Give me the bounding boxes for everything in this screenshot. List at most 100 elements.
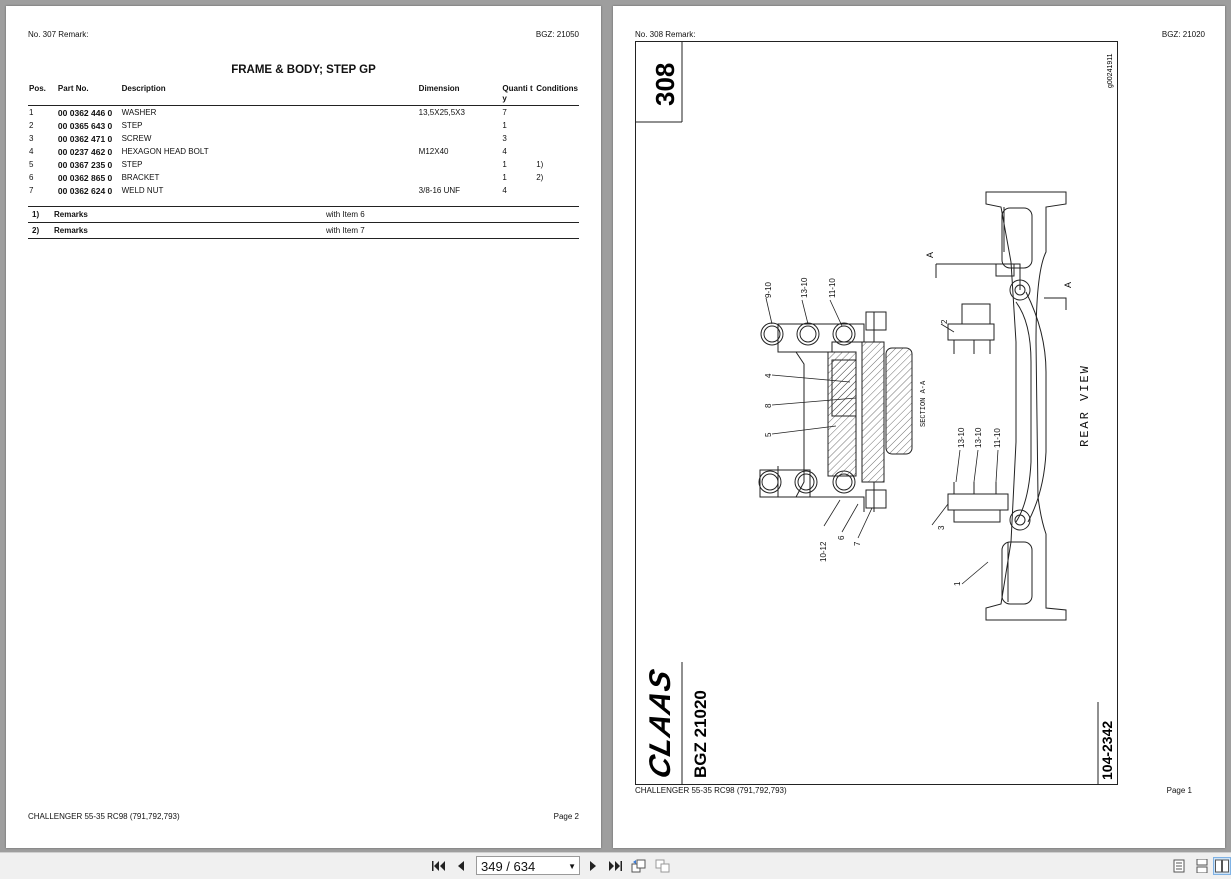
callout-label: 1 — [953, 581, 962, 586]
continuous-view-button[interactable] — [1193, 857, 1211, 875]
drawing-frame: 308 g00241911 CLAAS BGZ 21020 104-2342 — [635, 41, 1118, 785]
col-part-no: Part No. — [56, 84, 121, 106]
cell-quantity: 1 — [502, 173, 507, 182]
cell-pos: 5 — [29, 160, 34, 169]
next-view-button[interactable] — [654, 857, 672, 875]
cell-conditions — [535, 119, 579, 132]
cell-conditions — [535, 184, 579, 197]
parts-table: Pos. Part No. Description Dimension Quan… — [28, 84, 579, 197]
cell-quantity: 3 — [502, 134, 507, 143]
callout-label: 6 — [837, 535, 846, 540]
cell-conditions: 2) — [536, 173, 544, 182]
bgz-label: BGZ 21020 — [691, 690, 710, 778]
drawing-number: 104-2342 — [1099, 721, 1115, 780]
callout-label: 9-10 — [764, 281, 773, 298]
cell-description: WELD NUT — [121, 186, 164, 195]
rear-view-frame — [935, 191, 1067, 621]
callout-label: 4 — [764, 373, 773, 378]
navigation-toolbar: 349 / 634 ▼ — [0, 852, 1231, 879]
previous-view-button[interactable] — [630, 857, 648, 875]
rear-view-label: REAR VIEW — [1078, 364, 1092, 447]
cell-part-no: 00 0237 462 0 — [57, 146, 113, 157]
col-pos: Pos. — [28, 84, 57, 106]
exploded-drawing: 308 g00241911 CLAAS BGZ 21020 104-2342 — [636, 42, 1115, 784]
cell-description: STEP — [121, 160, 143, 169]
cell-dimension: M12X40 — [418, 147, 449, 156]
cell-pos: 4 — [29, 147, 34, 156]
cell-conditions — [535, 145, 579, 158]
col-description: Description — [120, 84, 418, 106]
two-page-view-button[interactable] — [1213, 857, 1231, 875]
cell-dimension — [418, 158, 502, 171]
cell-conditions — [535, 106, 579, 120]
previous-view-icon — [631, 859, 646, 873]
cell-description: BRACKET — [121, 173, 160, 182]
callout-label: 11-10 — [993, 428, 1002, 448]
cell-dimension: 13,5X25,5X3 — [418, 108, 465, 117]
first-page-button[interactable] — [430, 857, 448, 875]
cell-conditions: 1) — [536, 160, 544, 169]
cell-pos: 7 — [29, 186, 34, 195]
table-row: 6 00 0362 865 0 BRACKET 1 2) — [28, 171, 579, 184]
cell-quantity: 1 — [502, 121, 507, 130]
page-number-text: 349 / 634 — [481, 859, 536, 874]
cell-quantity: 7 — [502, 108, 507, 117]
section-view — [758, 311, 913, 512]
callout-label: 13-10 — [974, 427, 983, 448]
cell-part-no: 00 0362 624 0 — [57, 185, 113, 196]
callout-label: 7 — [853, 541, 862, 546]
callout-label: 13-10 — [957, 427, 966, 448]
single-page-view-button[interactable] — [1170, 857, 1188, 875]
right-footer-page: Page 1 — [1166, 786, 1192, 795]
col-dimension: Dimension — [417, 84, 502, 106]
next-view-icon — [655, 859, 670, 873]
right-footer-model: CHALLENGER 55-35 RC98 (791,792,793) — [635, 786, 787, 795]
cell-description: SCREW — [121, 134, 152, 143]
remark-row: 2) Remarks with Item 7 — [28, 222, 579, 239]
chevron-down-icon: ▼ — [568, 862, 576, 871]
previous-page-button[interactable] — [452, 857, 470, 875]
next-page-button[interactable] — [584, 857, 602, 875]
chevron-right-icon — [590, 861, 596, 871]
cell-part-no: 00 0367 235 0 — [57, 159, 113, 170]
col-conditions: Conditions — [535, 84, 579, 106]
left-header-remark: No. 307 Remark: — [28, 30, 89, 39]
cell-dimension — [418, 132, 502, 145]
section-label: SECTION A-A — [920, 380, 928, 427]
callout-label: 13-10 — [800, 277, 809, 298]
cell-conditions — [535, 132, 579, 145]
skip-last-icon — [609, 861, 622, 871]
page-number-select[interactable]: 349 / 634 ▼ — [476, 856, 580, 875]
cell-quantity: 1 — [502, 160, 507, 169]
cell-part-no: 00 0362 471 0 — [57, 133, 113, 144]
callout-label: 10-12 — [819, 541, 828, 562]
page-title: FRAME & BODY; STEP GP — [231, 64, 376, 76]
remark-row: 1) Remarks with Item 6 — [28, 206, 579, 222]
cell-quantity: 4 — [502, 186, 507, 195]
callout-label: 11-10 — [828, 278, 837, 298]
left-footer-page: Page 2 — [553, 812, 579, 821]
left-page: No. 307 Remark: BGZ: 21050 FRAME & BODY;… — [6, 6, 601, 848]
sheet-number: 308 — [650, 63, 680, 106]
right-header-bgz: BGZ: 21020 — [1161, 30, 1205, 39]
table-row: 2 00 0365 643 0 STEP 1 — [28, 119, 579, 132]
section-marker: A — [1063, 282, 1073, 288]
cell-pos: 2 — [29, 121, 34, 130]
right-page: No. 308 Remark: BGZ: 21020 308 g00241911… — [613, 6, 1225, 848]
cell-dimension — [418, 171, 502, 184]
cell-quantity: 4 — [502, 147, 507, 156]
chevron-left-icon — [458, 861, 464, 871]
cell-description: STEP — [121, 121, 143, 130]
cell-part-no: 00 0362 865 0 — [57, 172, 113, 183]
left-header-bgz: BGZ: 21050 — [535, 30, 579, 39]
cell-pos: 6 — [29, 173, 34, 182]
callouts: 9-10 13-10 11-10 4 8 5 10-12 6 7 2 13-10… — [764, 277, 1002, 586]
cell-dimension — [418, 119, 502, 132]
table-row: 5 00 0367 235 0 STEP 1 1) — [28, 158, 579, 171]
cell-part-no: 00 0365 643 0 — [57, 120, 113, 131]
last-page-button[interactable] — [606, 857, 624, 875]
callout-label: 3 — [937, 525, 946, 530]
